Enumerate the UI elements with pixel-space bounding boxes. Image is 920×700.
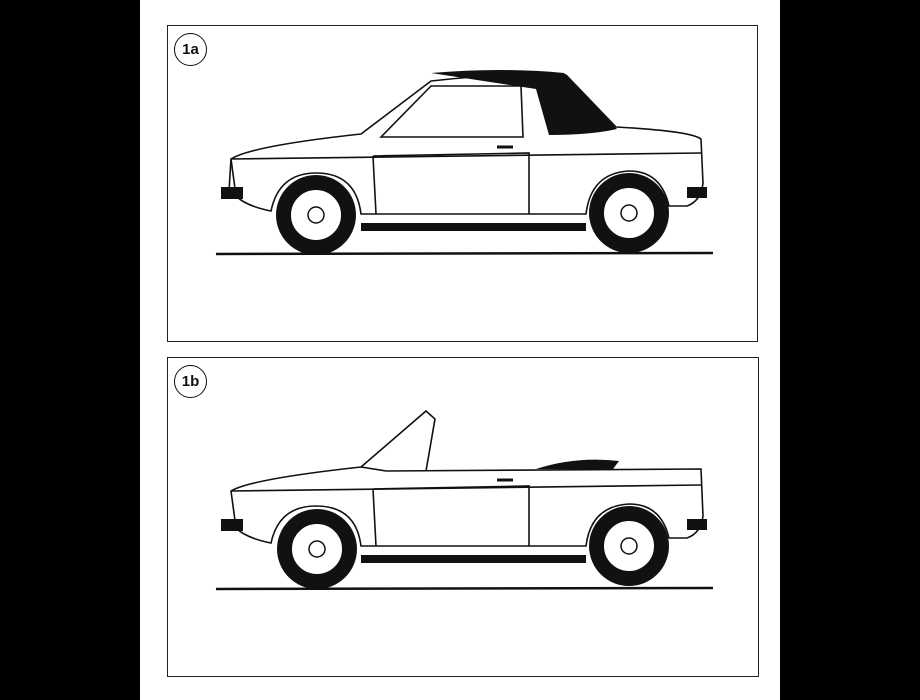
figure-1b-frame: 1b [167, 357, 759, 677]
figure-label-badge: 1a [174, 33, 207, 66]
convertible-car-roof-closed-illustration [215, 70, 714, 256]
figure-label-badge: 1b [174, 365, 207, 398]
figure-1a-frame: 1a [167, 25, 758, 342]
convertible-car-roof-open-illustration [215, 409, 714, 591]
document-page: 1a 1b [140, 0, 780, 700]
